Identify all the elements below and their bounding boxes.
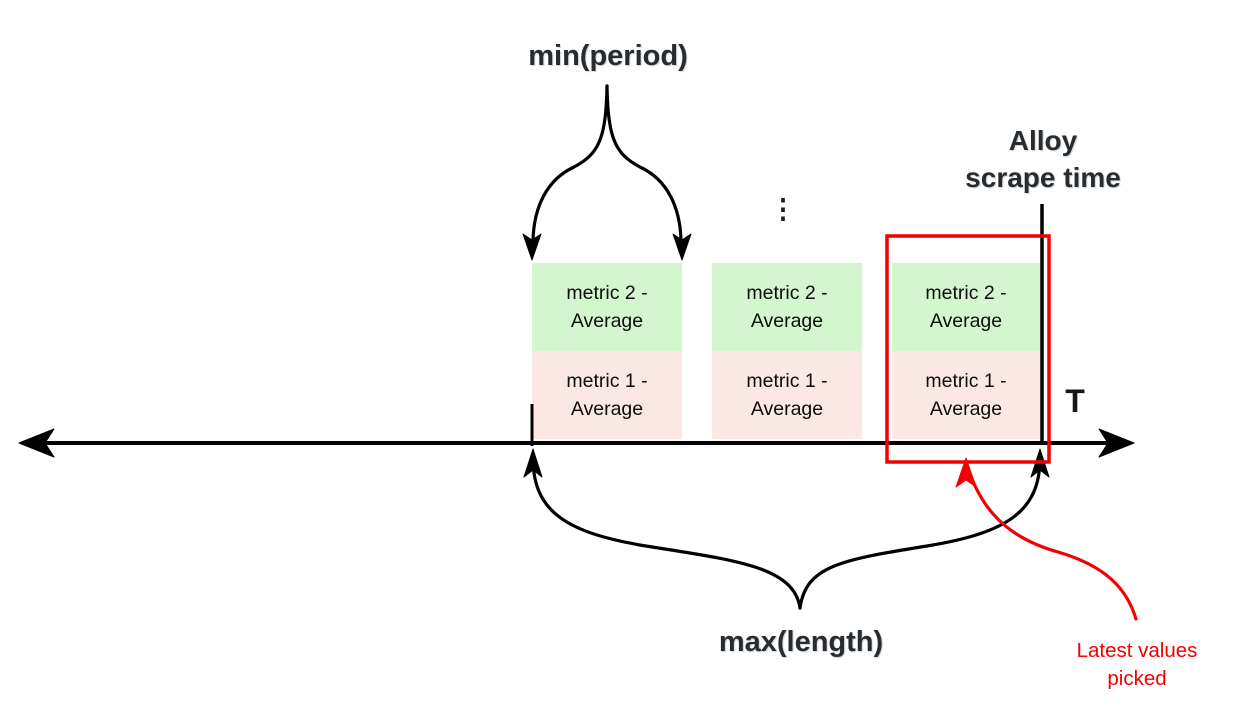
axis-left-arrowhead-icon — [18, 428, 55, 458]
latest-values-arrowhead-icon — [955, 457, 977, 488]
metric1-average-cell: metric 1 - Average — [532, 351, 682, 439]
repetition-ellipsis: ⋮ — [769, 194, 797, 224]
metric2-average-cell: metric 2 - Average — [892, 263, 1040, 351]
alloy-scrape-time-label: Alloy scrape time — [965, 125, 1121, 193]
sample-window-1: metric 2 - Average metric 1 - Average — [532, 263, 682, 439]
metric2-average-label: metric 2 - Average — [566, 282, 648, 332]
sample-window-2: metric 2 - Average metric 1 - Average — [712, 263, 862, 439]
metric2-average-label: metric 2 - Average — [746, 282, 828, 332]
time-axis-t-label: T — [1065, 383, 1085, 419]
min-period-right-arrowhead-icon — [672, 233, 692, 261]
metric1-average-label: metric 1 - Average — [566, 370, 648, 420]
axis-right-arrowhead-icon — [1098, 428, 1135, 458]
metric1-average-label: metric 1 - Average — [746, 370, 828, 420]
max-length-brace-right — [798, 456, 1042, 610]
min-period-label: min(period) — [528, 40, 688, 72]
latest-values-picked-label: Latest values picked — [1076, 639, 1198, 690]
metric1-average-cell: metric 1 - Average — [892, 351, 1040, 439]
min-period-brace-right — [605, 84, 683, 242]
metric2-average-label: metric 2 - Average — [925, 282, 1007, 332]
max-length-brace-left — [531, 456, 802, 610]
max-length-right-arrowhead-icon — [1030, 448, 1050, 478]
metric1-average-cell: metric 1 - Average — [712, 351, 862, 439]
metric1-average-label: metric 1 - Average — [925, 370, 1007, 420]
sample-window-latest: metric 2 - Average metric 1 - Average — [892, 263, 1040, 439]
metric2-average-cell: metric 2 - Average — [532, 263, 682, 351]
latest-values-arrow-curve — [967, 469, 1138, 621]
max-length-label: max(length) — [718, 626, 884, 658]
max-length-left-arrowhead-icon — [523, 448, 543, 478]
min-period-brace-left — [531, 84, 609, 242]
metric2-average-cell: metric 2 - Average — [712, 263, 862, 351]
min-period-left-arrowhead-icon — [522, 233, 542, 261]
